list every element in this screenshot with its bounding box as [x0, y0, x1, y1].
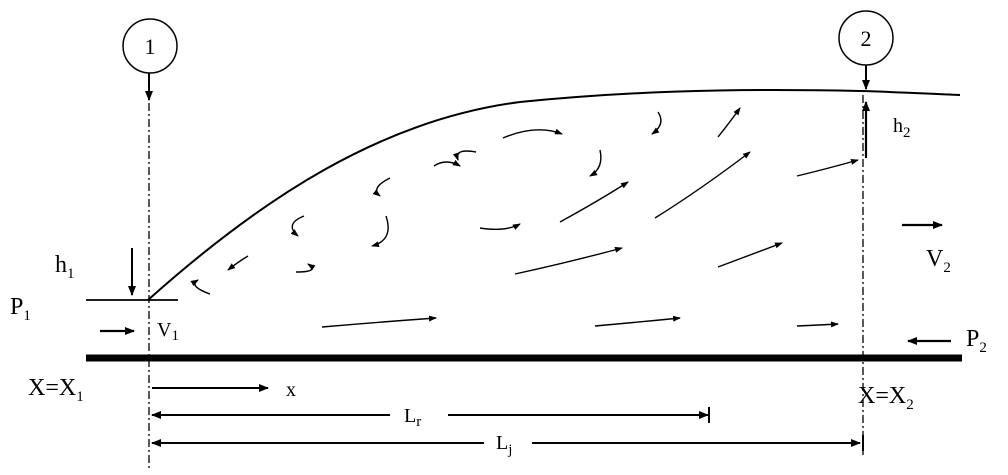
- flow-arrow: [321, 315, 437, 328]
- v2-base: V: [926, 246, 944, 272]
- x1-sub: 1: [76, 389, 84, 405]
- x2-sub: 2: [906, 397, 914, 413]
- x1-base: X=X: [28, 375, 76, 401]
- lr-label: Lr: [404, 405, 421, 430]
- section-1-number: 1: [145, 34, 156, 59]
- eddy-arrow: [651, 111, 662, 135]
- eddy-arrow: [502, 128, 563, 139]
- p2-base: P: [966, 326, 979, 352]
- eddy-arrow: [295, 263, 316, 273]
- v1-label: V1: [157, 319, 179, 344]
- flow-arrow: [594, 315, 681, 327]
- eddy-arrow: [371, 215, 389, 248]
- eddy-arrow: [190, 279, 211, 295]
- h1-label: h1: [55, 252, 75, 282]
- h2-label: h2: [893, 115, 911, 141]
- x1-label: X=X1: [28, 375, 84, 405]
- p2-sub: 2: [979, 340, 987, 356]
- flow-arrow: [717, 107, 741, 138]
- lj-base: L: [496, 432, 508, 454]
- flow-arrow: [514, 246, 623, 275]
- h2-base: h: [893, 115, 903, 137]
- lr-sub: r: [416, 414, 421, 430]
- eddy-arrow: [227, 255, 249, 271]
- eddy-arrow: [452, 150, 477, 161]
- eddy-arrow: [479, 223, 521, 231]
- flow-streamlines: [321, 107, 859, 328]
- lr-base: L: [404, 405, 416, 427]
- section-2-number: 2: [861, 26, 872, 51]
- h1-sub: 1: [67, 266, 75, 282]
- h2-sub: 2: [903, 125, 911, 141]
- eddy-arrow: [433, 159, 461, 167]
- p1-base: P: [10, 294, 23, 320]
- flow-arrow: [796, 159, 859, 177]
- v2-label: V2: [926, 246, 951, 276]
- x2-base: X=X: [858, 383, 906, 409]
- v2-sub: 2: [943, 260, 951, 276]
- water-surface: [147, 89, 961, 301]
- recirculation-eddies: [190, 111, 662, 295]
- eddy-arrow: [290, 215, 305, 237]
- lj-label: Lj: [496, 432, 512, 458]
- p1-sub: 1: [23, 308, 31, 324]
- lj-sub: j: [507, 442, 512, 458]
- flow-arrow: [796, 321, 839, 328]
- v1-base: V: [157, 319, 172, 341]
- x2-label: X=X2: [858, 383, 914, 413]
- p1-label: P1: [10, 294, 31, 324]
- v1-sub: 1: [171, 328, 179, 344]
- flow-arrow: [717, 242, 783, 268]
- x-label: x: [286, 379, 296, 401]
- p2-label: P2: [966, 326, 987, 356]
- eddy-arrow: [589, 149, 602, 177]
- h1-base: h: [55, 252, 67, 278]
- flow-arrow: [654, 151, 751, 219]
- flow-arrow: [559, 181, 629, 223]
- eddy-arrow: [372, 177, 391, 197]
